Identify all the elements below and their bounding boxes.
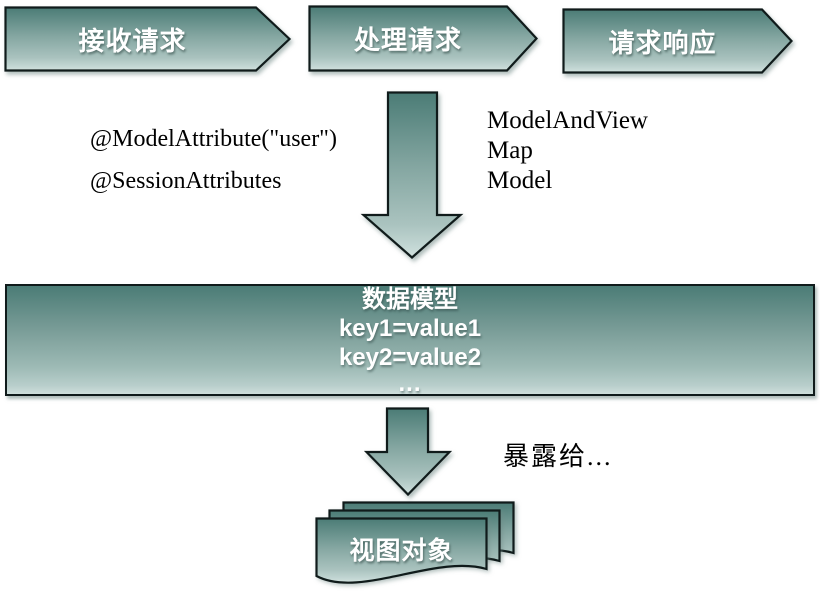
session-attributes-annotation: @SessionAttributes [90, 168, 282, 194]
chevron-arrow-icon [308, 5, 538, 72]
flow-step-label: 请求响应 [608, 27, 717, 58]
data-model-title: 数据模型 [362, 285, 458, 313]
return-type-modelandview: ModelAndView [487, 107, 648, 134]
view-object-label: 视图对象 [349, 537, 454, 565]
down-arrow-small-icon [363, 407, 453, 497]
chevron-arrow-icon [4, 6, 292, 72]
flow-step-request-response: 请求响应 [562, 8, 794, 74]
data-model-ellipsis: ... [398, 369, 422, 397]
flow-step-label: 接收请求 [78, 25, 187, 56]
flow-step-label: 处理请求 [353, 25, 462, 55]
data-model-box: 数据模型 key1=value1 key2=value2 ... [5, 284, 815, 396]
flow-step-process-request: 处理请求 [308, 5, 538, 72]
return-type-model: Model [487, 167, 553, 194]
data-model-entry-1: key1=value1 [338, 314, 482, 342]
view-object-stack: 视图对象 [315, 501, 517, 593]
flow-step-receive-request: 接收请求 [4, 6, 292, 72]
data-model-entry-2: key2=value2 [338, 343, 482, 371]
document-shape-front [315, 517, 488, 584]
model-attribute-annotation: @ModelAttribute("user") [90, 126, 337, 152]
down-arrow-icon [360, 91, 464, 259]
expose-to-label: 暴露给... [503, 442, 613, 471]
return-type-map: Map [487, 137, 533, 164]
chevron-arrow-icon [562, 8, 794, 74]
return-types-annotation: ModelAndView Map Model [487, 106, 648, 196]
